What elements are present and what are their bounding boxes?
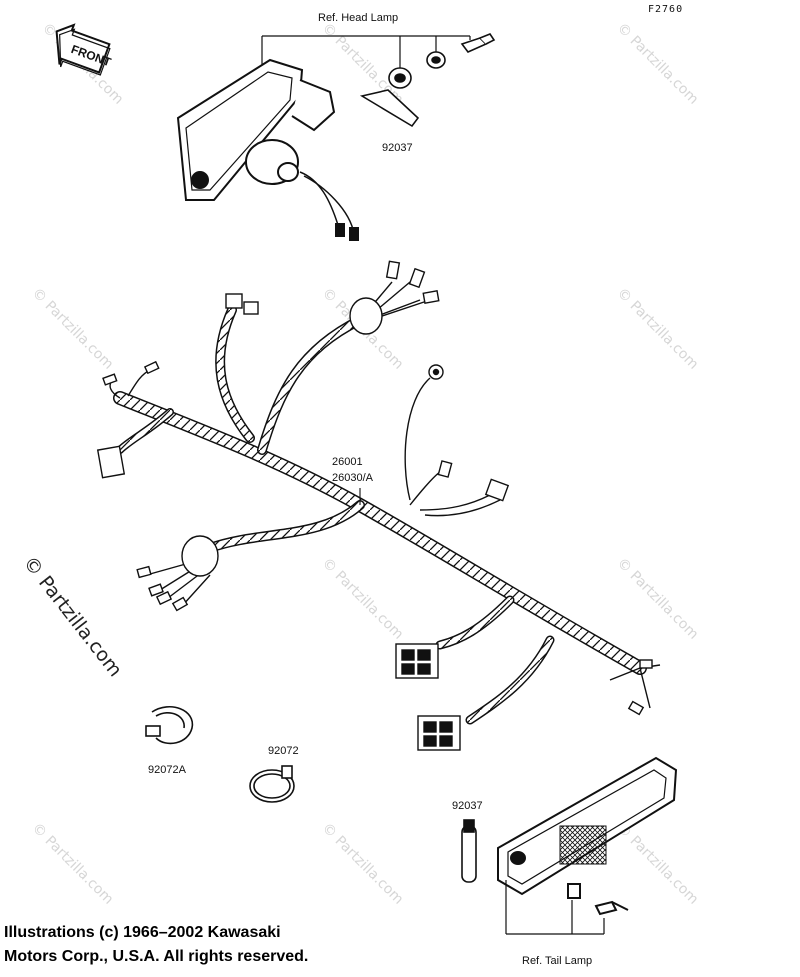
label-ref-tail-lamp: Ref. Tail Lamp [522, 955, 593, 967]
wiring-harness [113, 305, 647, 725]
head-lamp-leaders [261, 35, 471, 70]
harness-wires [109, 281, 661, 709]
label-92072a: 92072A [148, 764, 186, 776]
copyright-line-2: Motors Corp., U.S.A. All rights reserved… [4, 948, 309, 965]
harness-terminals [96, 260, 653, 751]
front-arrow-icon: FRONT [55, 23, 113, 76]
label-92037-top: 92037 [382, 142, 413, 154]
label-92072: 92072 [268, 745, 299, 757]
label-26001: 26001 [332, 456, 363, 468]
copyright-line-1: Illustrations (c) 1966–2002 Kawasaki [4, 924, 281, 941]
head-lamp [176, 58, 359, 241]
head-lamp-hardware [359, 33, 496, 128]
tail-lamp-leaders [505, 880, 605, 935]
label-26030a: 26030/A [332, 472, 373, 484]
drawing-code: F2760 [648, 4, 684, 15]
label-92037-bottom: 92037 [452, 800, 483, 812]
tail-lamp [497, 756, 678, 916]
clamp-92072 [249, 765, 295, 803]
band-92037 [461, 819, 477, 883]
label-ref-head-lamp: Ref. Head Lamp [318, 12, 399, 24]
clamp-92072a [145, 706, 194, 745]
